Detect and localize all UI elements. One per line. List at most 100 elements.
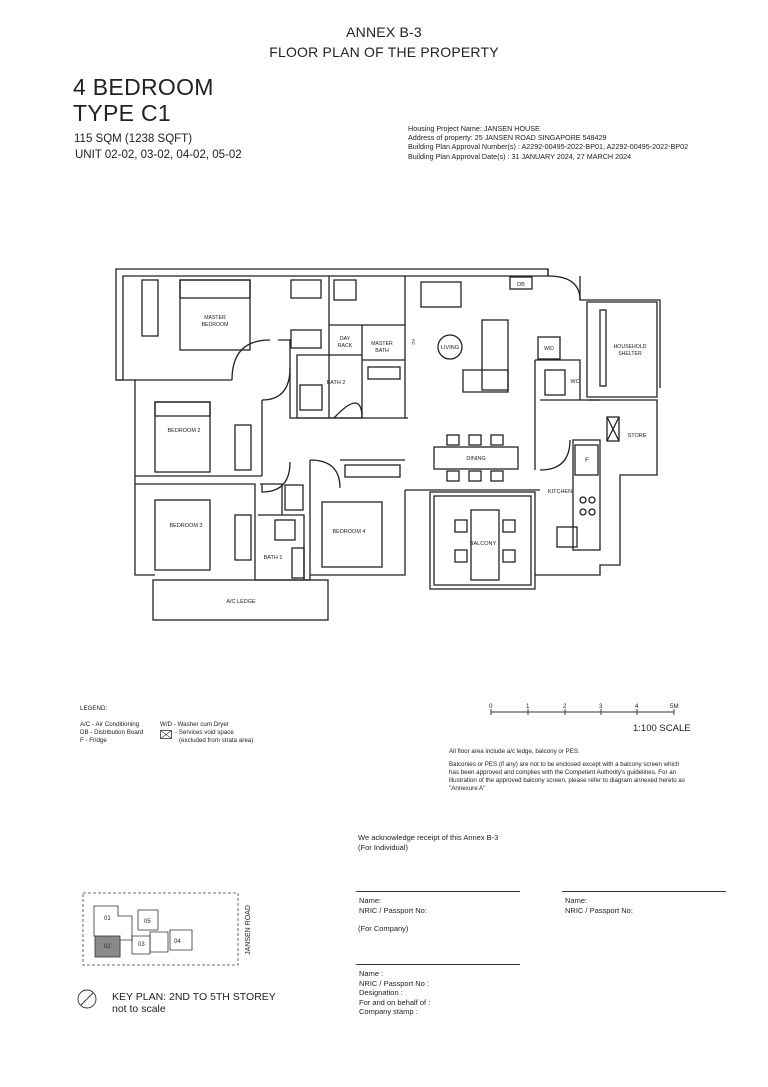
master-bath-label-2: BATH	[375, 348, 389, 354]
legend-void-2: (excluded from strata area)	[179, 737, 254, 744]
db-label: DB	[517, 282, 525, 288]
note-balcony: Balconies or PES (if any) are not to be …	[449, 761, 685, 793]
store-kitchen-walls	[535, 399, 658, 576]
scale-tick-5: 5M	[670, 703, 679, 710]
coffee-table	[437, 334, 463, 360]
signature-line-1	[356, 891, 520, 892]
wc-toilet	[544, 369, 566, 396]
key-unit-02: 02	[104, 944, 111, 950]
north-arrow-icon	[77, 989, 97, 1009]
key-unit-04: 04	[174, 939, 181, 945]
bath2-door	[333, 402, 363, 419]
balcony-inner	[433, 495, 532, 586]
balcony-table	[470, 509, 500, 581]
key-unit-03: 03	[138, 942, 145, 948]
bedroom2-pillow	[154, 401, 211, 417]
key-plan-note: not to scale	[112, 1003, 166, 1015]
company-designation[interactable]: Designation :	[359, 988, 403, 997]
bath-walls	[328, 276, 406, 418]
ac-ledge-outline	[152, 579, 329, 621]
unit-bedroom-title: 4 BEDROOM	[73, 74, 214, 100]
legend-void-1: - Services void space	[175, 729, 234, 736]
acknowledge-text: We acknowledge receipt of this Annex B-3	[358, 833, 499, 842]
scale-label: 1:100 SCALE	[633, 723, 691, 734]
project-address: Address of property: 25 JANSEN ROAD SING…	[408, 133, 607, 143]
day-rack-label-2: RACK	[338, 343, 353, 349]
armchair	[420, 281, 462, 308]
sofa-bottom	[462, 369, 509, 393]
hob-3	[579, 508, 587, 516]
master-bedroom-walls	[135, 339, 408, 419]
bedroom4-wardrobe	[344, 464, 401, 478]
master-bedroom-label-2: BEDROOM	[202, 322, 229, 328]
approval-dates: Building Plan Approval Date(s) : 31 JANU…	[408, 151, 632, 161]
note-balcony-4: "Annexure A"	[449, 785, 486, 792]
bath1-void	[291, 547, 305, 579]
wd-box	[537, 336, 561, 360]
legend-ac: A/C - Air Conditioning	[80, 721, 140, 728]
company-behalf[interactable]: For and on behalf of :	[359, 997, 431, 1007]
sign1-nric[interactable]: NRIC / Passport No:	[359, 906, 427, 915]
fridge-label: F	[585, 458, 589, 464]
bedroom2-label: BEDROOM 2	[167, 428, 200, 434]
store-label: STORE	[628, 433, 647, 439]
fridge-box	[574, 444, 599, 476]
wc-walls	[534, 359, 600, 470]
unit-type-title: TYPE C1	[73, 100, 171, 126]
sign1-name[interactable]: Name:	[359, 896, 382, 905]
master-wardrobe-3	[290, 329, 322, 349]
bedroom34-walls	[135, 459, 406, 581]
company-fields: Name : NRIC / Passport No : Designation …	[359, 969, 430, 1017]
scale-tick-1: 1	[526, 703, 530, 710]
balcony-chair-4	[502, 549, 516, 563]
dining-chair-1	[446, 434, 460, 446]
master-bedroom-label-1: MASTER	[204, 315, 226, 321]
approval-numbers: Building Plan Approval Number(s) : A2292…	[408, 142, 689, 152]
day-rack-label-1: DAY	[340, 336, 351, 342]
wc-label: WC	[570, 379, 579, 385]
kitchen-counter	[572, 439, 601, 551]
key-plan-title: KEY PLAN: 2ND TO 5TH STOREY	[112, 991, 276, 1003]
key-road-label: JANSEN ROAD	[245, 905, 252, 955]
void-icon	[160, 730, 172, 739]
bedroom2-wardrobe	[234, 424, 252, 471]
sign2-name[interactable]: Name:	[565, 896, 588, 905]
wd-label: W/D	[544, 346, 554, 352]
shelter-walls	[586, 301, 658, 398]
bath1-walls	[258, 483, 305, 580]
for-individual: (For Individual)	[358, 843, 409, 852]
dining-chair-3	[490, 434, 504, 446]
dining-label: DINING	[466, 456, 485, 462]
note-balcony-3: illustration of the approved balcony scr…	[449, 777, 685, 784]
household-shelter-label-2: SHELTER	[618, 351, 642, 357]
bedroom4-label: BEDROOM 4	[332, 529, 365, 535]
balcony-chair-2	[454, 549, 468, 563]
hob-2	[588, 496, 596, 504]
legend-col-1: A/C - Air Conditioning DB - Distribution…	[80, 721, 143, 745]
bath1-label: BATH 1	[264, 555, 283, 561]
key-plan: 01 02 03 04 05 JANSEN ROAD	[82, 892, 252, 966]
floor-plan: MASTER BEDROOM DAY RACK MASTER BATH BATH…	[115, 268, 661, 621]
project-name: Housing Project Name: JANSEN HOUSE	[408, 124, 540, 133]
master-bedroom-door	[231, 339, 271, 381]
legend-db: DB - Distribution Board	[80, 729, 144, 736]
household-shelter-label-1: HOUSEHOLD	[614, 344, 647, 350]
balcony-outline	[429, 491, 536, 590]
sign2-nric[interactable]: NRIC / Passport No:	[565, 906, 633, 915]
note-balcony-1: Balconies or PES (if any) are not to be …	[449, 761, 680, 768]
master-bed-pillow	[179, 279, 251, 299]
bedroom3-bed	[154, 499, 211, 571]
master-wardrobe-2	[290, 279, 322, 299]
company-nric[interactable]: NRIC / Passport No :	[359, 978, 430, 988]
shelter-door	[599, 309, 607, 387]
legend-title: LEGEND:	[80, 705, 108, 712]
bedroom4-bed	[321, 501, 383, 568]
legend-wd: W/D - Washer cum Dryer	[160, 721, 229, 728]
company-name[interactable]: Name :	[359, 969, 384, 978]
balcony-label: BALCONY	[470, 541, 497, 547]
bedroom3-wardrobe	[234, 514, 252, 561]
bedroom2-walls	[135, 400, 263, 477]
company-stamp[interactable]: Company stamp :	[359, 1007, 418, 1016]
page-title: FLOOR PLAN OF THE PROPERTY	[269, 44, 499, 60]
scale-tick-4: 4	[635, 703, 639, 710]
